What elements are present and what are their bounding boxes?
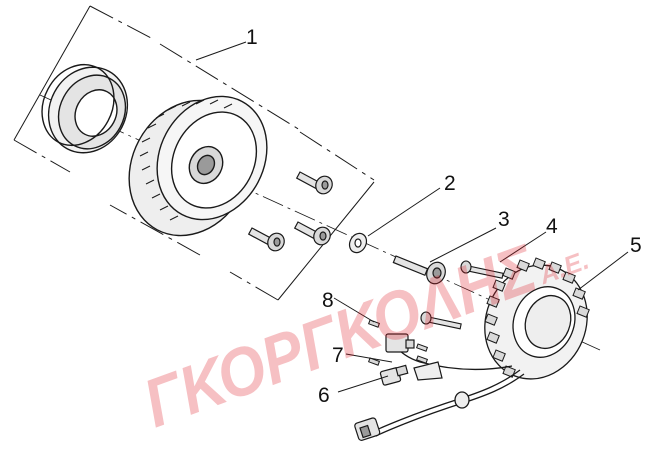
callout-6: 6 <box>318 384 330 407</box>
callout-4: 4 <box>546 215 558 238</box>
hex-bolt-upper[interactable] <box>295 171 336 197</box>
hex-bolt-lower-right[interactable] <box>293 221 334 248</box>
callout-5: 5 <box>630 234 642 257</box>
small-screws[interactable] <box>367 319 429 366</box>
connector-plug[interactable] <box>354 417 381 441</box>
hex-bolt-lower-left[interactable] <box>247 227 288 254</box>
stator-bolt-lower[interactable] <box>420 311 462 330</box>
leader-lines <box>195 41 629 393</box>
pickup-sensor[interactable] <box>385 333 443 381</box>
stator-poles <box>484 257 590 378</box>
flange-bolt[interactable] <box>392 255 448 287</box>
oil-seal-ring[interactable] <box>28 52 142 167</box>
callout-3: 3 <box>498 208 510 231</box>
callout-8: 8 <box>322 289 334 312</box>
washer[interactable] <box>346 230 370 255</box>
callout-7: 7 <box>332 344 344 367</box>
starter-ring-teeth <box>139 99 233 221</box>
callout-2: 2 <box>444 172 456 195</box>
stator-coil[interactable] <box>468 249 604 394</box>
flywheel-rotor[interactable] <box>106 77 288 257</box>
small-connector[interactable] <box>379 364 409 386</box>
callout-1: 1 <box>246 26 258 49</box>
